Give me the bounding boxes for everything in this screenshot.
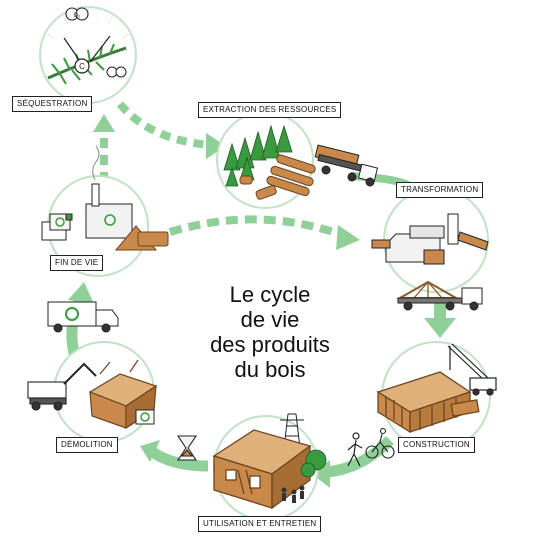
label-utilisation: UTILISATION ET ENTRETIEN [198,516,322,532]
stage-transformation [371,187,489,311]
transmission-tower-icon [280,413,304,449]
arrowhead-sequestration [93,114,115,132]
recycling-bin-icon [135,409,155,425]
stage-construction [347,341,497,467]
diagram-title: Le cycle de vie des produits du bois [180,282,360,382]
sawmill-icon [371,213,489,265]
people-icon [281,485,305,503]
log-truck-icon [314,144,379,187]
demolished-house-icon [88,359,158,430]
wood-chips-icon [114,225,169,251]
arrowhead-utilisation [312,460,330,488]
carbon-symbol: C [79,62,85,71]
stage-demolition [27,341,158,443]
oxygen-icon-right [106,66,127,78]
stage-sequestration: C O₂ [39,6,137,104]
crane-icon [447,343,497,396]
arrowhead-construction [424,318,456,338]
hourglass-icon [176,435,198,461]
label-demolition: DÉMOLITION [56,437,118,453]
pedestrian-icon [347,432,363,467]
excavator-icon [27,362,97,411]
label-sequestration: SÉQUESTRATION [12,96,93,112]
cyclist-icon [365,427,395,459]
oxygen-symbol: O₂ [74,13,82,19]
title-line-1: Le cycle [229,282,311,307]
label-extraction: EXTRACTION DES RESSOURCES [198,102,342,118]
label-construction: CONSTRUCTION [398,437,475,453]
forest-icon [223,124,293,187]
oxygen-icon-top [65,7,89,21]
arrowhead-findevie [68,282,94,304]
stage-extraction [216,111,379,209]
house-icon [212,429,312,510]
factory-icon [85,145,133,239]
carbon-icon [74,58,90,74]
house-frame-icon [376,371,480,434]
label-fin-de-vie: FIN DE VIE [50,255,104,271]
arrowhead-demolition [140,440,160,462]
arrow-findevie-to-transformation [168,215,347,240]
stage-utilisation [176,413,327,521]
title-line-3: des produits [210,332,330,357]
stage-fin-de-vie [41,145,169,277]
tree-icon [300,449,327,478]
roof-truss-truck-icon [396,280,483,311]
recycling-bin-icon [41,213,73,241]
recycling-truck-icon [47,301,119,333]
log-pile-icon [239,154,316,200]
arrowhead-extraction [206,133,226,159]
title-line-4: du bois [234,357,306,382]
arrow-sequestration-to-extraction [116,101,211,149]
title-line-2: de vie [240,307,300,332]
arrowhead-transformation [336,225,360,250]
label-transformation: TRANSFORMATION [396,182,484,198]
